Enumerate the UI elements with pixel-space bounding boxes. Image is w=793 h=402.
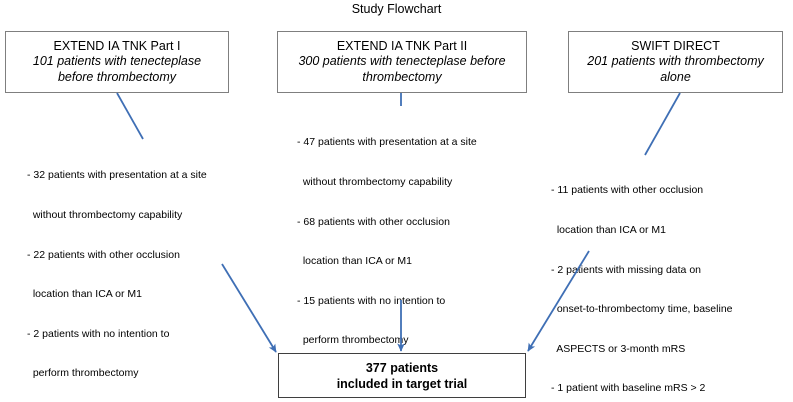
cohort-description-line1-extend-ia-tnk-part-2: 300 patients with tenecteplase before: [298, 54, 506, 69]
figure-title: Study Flowchart: [351, 2, 442, 16]
exclusion-item: - 2 patients with no intention to: [27, 327, 170, 340]
final-cohort-count: 377 patients: [365, 360, 439, 375]
exclusion-item: without thrombectomy capability: [297, 176, 453, 189]
final-cohort-box: 377 patients included in target trial: [278, 353, 526, 398]
exclusion-item: - 11 patients with other occlusion: [551, 184, 704, 197]
cohort-description-line1-swift-direct: 201 patients with thrombectomy: [587, 54, 764, 69]
cohort-name-extend-ia-tnk-part-1: EXTEND IA TNK Part I: [53, 38, 181, 53]
exclusion-item: - 47 patients with presentation at a sit…: [297, 136, 477, 149]
arrow-part1-to-final: [221, 263, 277, 353]
exclusion-item: - 22 patients with other occlusion: [27, 248, 180, 261]
cohort-description-line2-extend-ia-tnk-part-2: thrombectomy: [362, 69, 442, 84]
exclusion-item: - 32 patients with presentation at a sit…: [27, 169, 207, 182]
connector-line-part1-exclusions: [116, 92, 144, 140]
cohort-description-line1-extend-ia-tnk-part-1: 101 patients with tenecteplase: [32, 54, 202, 69]
cohort-box-swift-direct: SWIFT DIRECT 201 patients with thrombect…: [568, 31, 783, 93]
cohort-description-line2-extend-ia-tnk-part-1: before thrombectomy: [57, 69, 177, 84]
exclusion-list-extend-ia-tnk-part-1: - 32 patients with presentation at a sit…: [27, 143, 207, 402]
cohort-name-extend-ia-tnk-part-2: EXTEND IA TNK Part II: [336, 38, 468, 53]
connector-line-swift-exclusions: [644, 92, 681, 156]
exclusion-list-swift-direct: - 11 patients with other occlusion locat…: [551, 158, 733, 402]
exclusion-item: location than ICA or M1: [27, 288, 142, 301]
exclusion-item: without thrombectomy capability: [27, 209, 183, 222]
final-cohort-label: included in target trial: [336, 376, 468, 391]
exclusion-item: perform thrombectomy: [297, 334, 409, 347]
exclusion-item: - 15 patients with no intention to: [297, 294, 446, 307]
exclusion-item: location than ICA or M1: [551, 224, 666, 237]
cohort-box-extend-ia-tnk-part-1: EXTEND IA TNK Part I 101 patients with t…: [5, 31, 229, 93]
exclusion-item: onset-to-thrombectomy time, baseline: [551, 303, 733, 316]
exclusion-item: ASPECTS or 3-month mRS: [551, 342, 686, 355]
exclusion-item: - 2 patients with missing data on: [551, 263, 701, 276]
exclusion-item: - 68 patients with other occlusion: [297, 215, 450, 228]
exclusion-item: perform thrombectomy: [27, 367, 139, 380]
cohort-name-swift-direct: SWIFT DIRECT: [631, 38, 720, 53]
exclusion-item: - 1 patient with baseline mRS > 2: [551, 382, 706, 395]
cohort-box-extend-ia-tnk-part-2: EXTEND IA TNK Part II 300 patients with …: [277, 31, 527, 93]
cohort-description-line2-swift-direct: alone: [660, 69, 691, 84]
exclusion-item: location than ICA or M1: [297, 255, 412, 268]
